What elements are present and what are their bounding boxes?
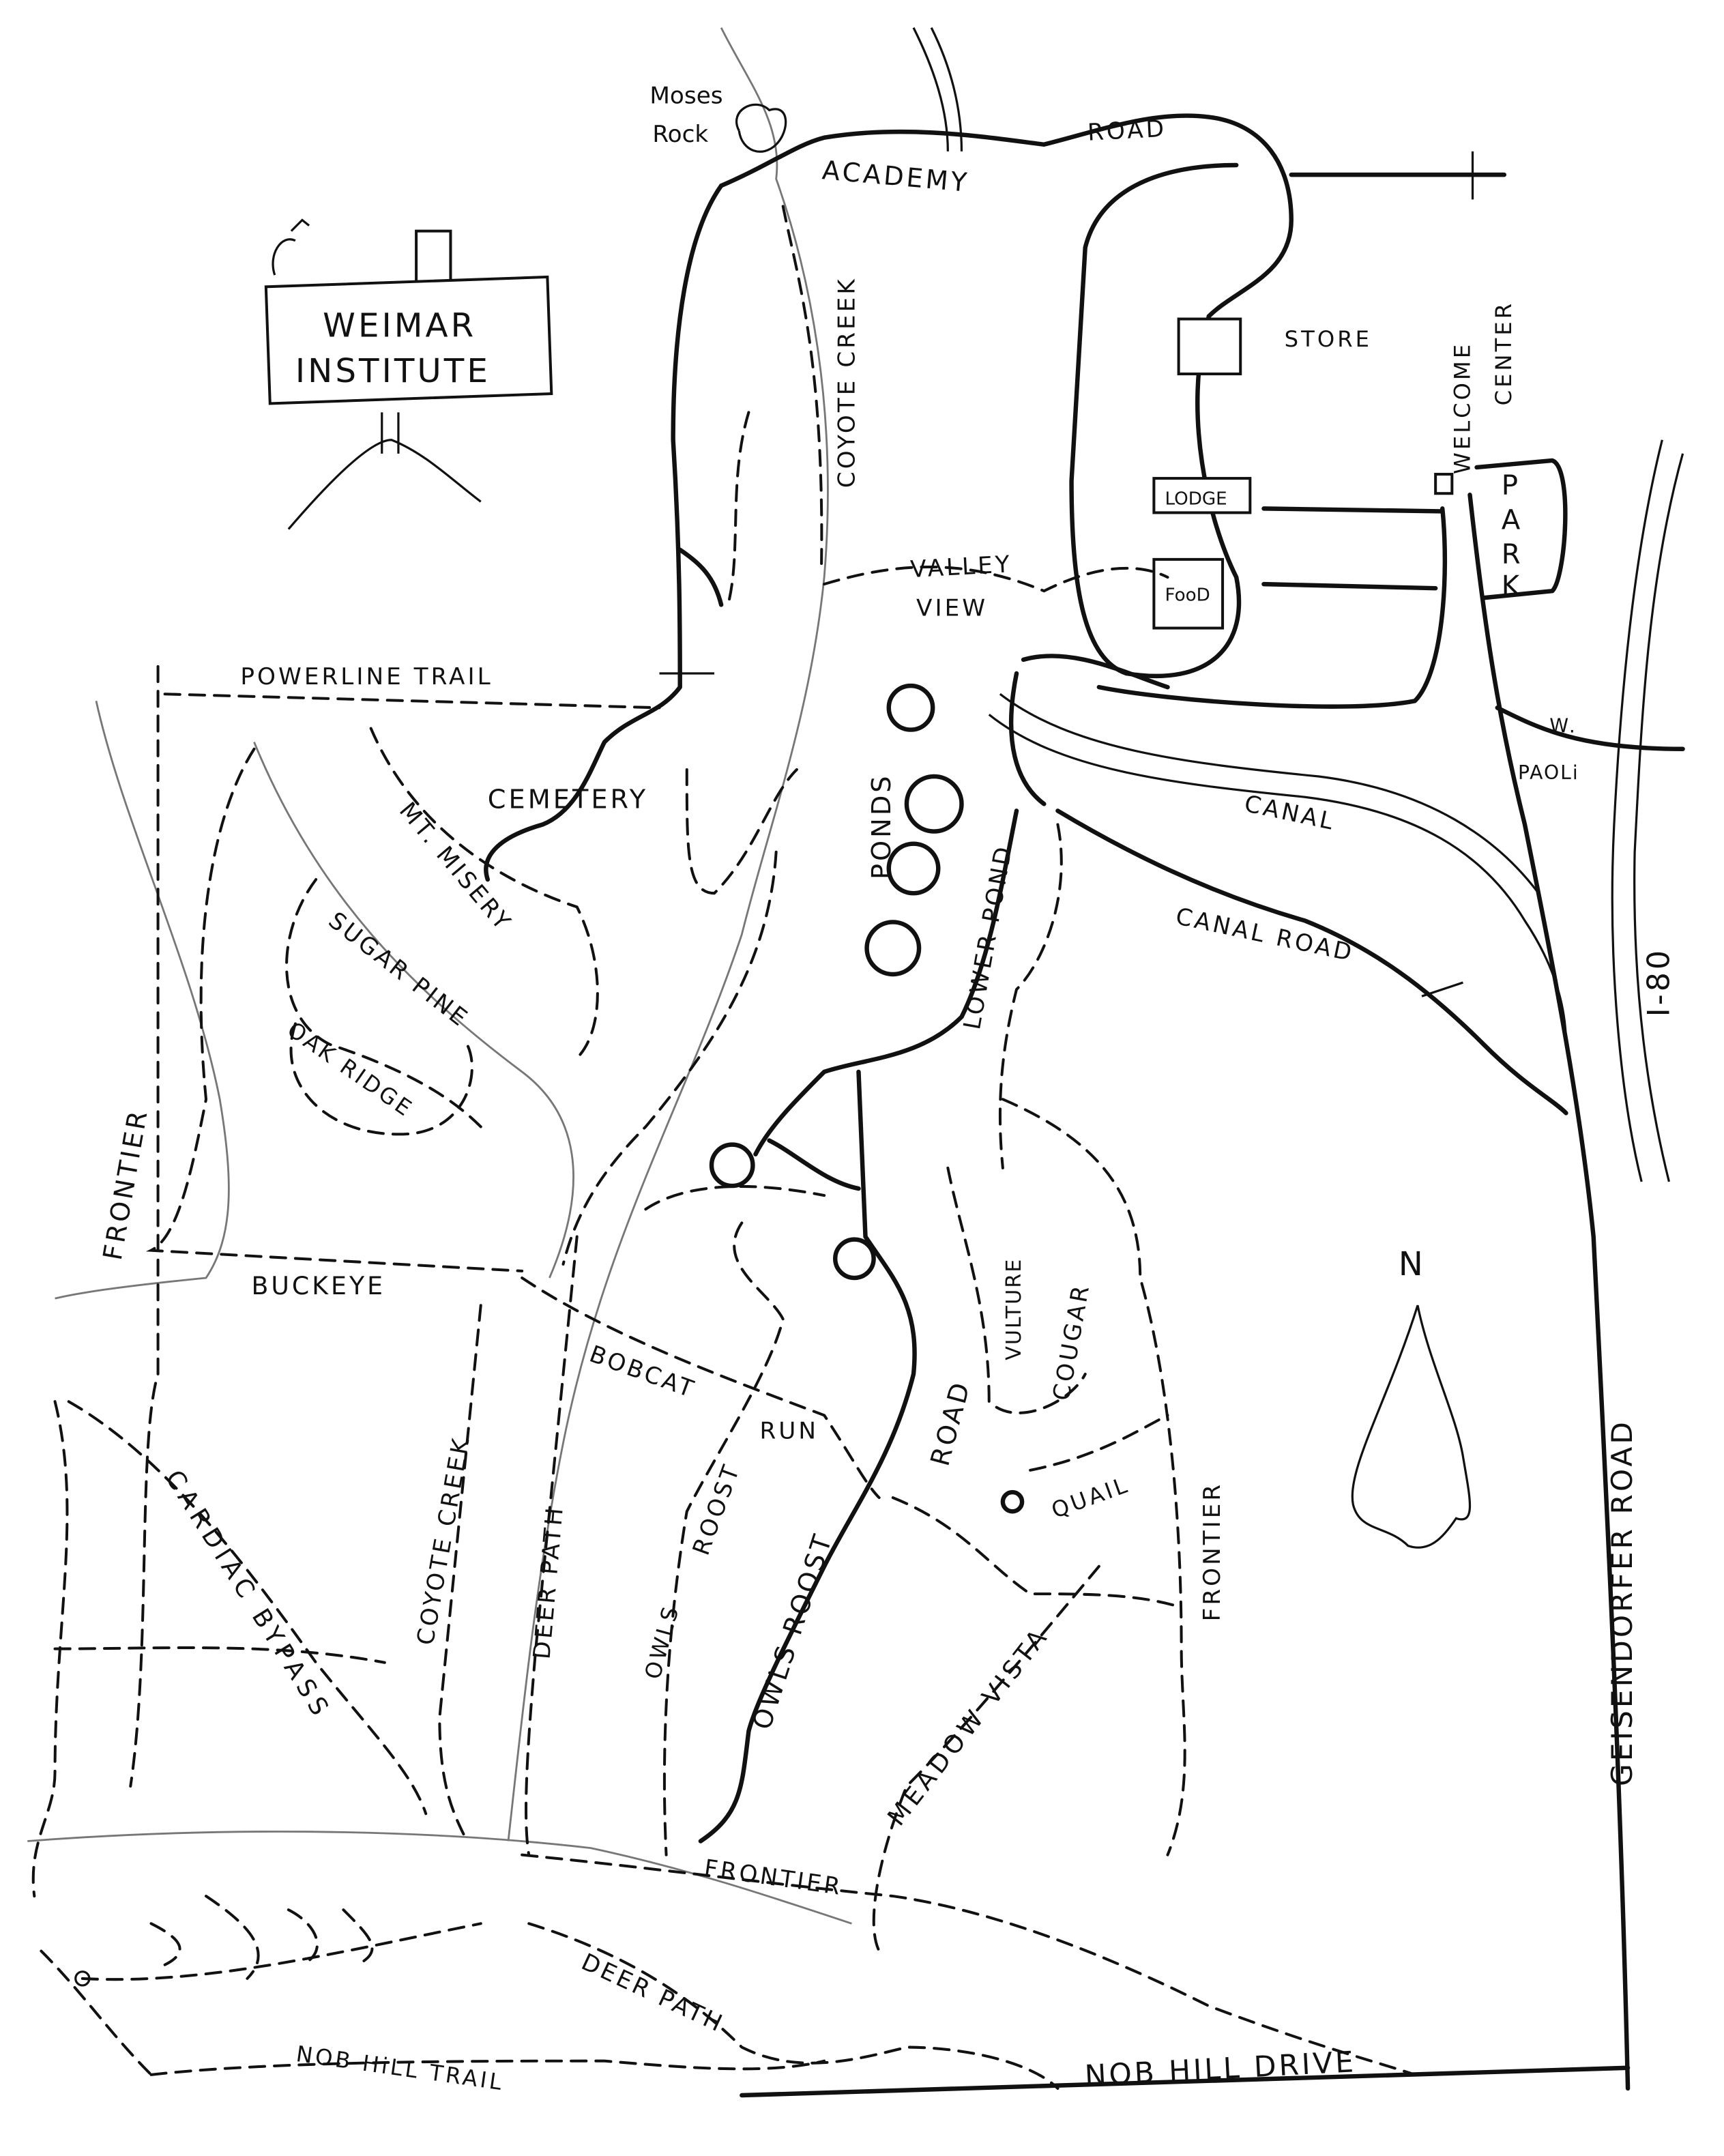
frontier-right-label: FRONTIER [1199,1482,1226,1622]
oak-ridge-label: OAK RIDGE [282,1017,418,1122]
weimar-institute-sign: WEIMAR INSTITUTE [264,218,553,530]
mt-misery-label: MT. MISERY [394,797,517,937]
center-road-label: ROAD [925,1377,978,1469]
pond [864,920,922,977]
cemetery-label: CEMETERY [488,784,648,815]
arrowhead-icon [1351,1305,1472,1549]
food-label: FooD [1165,585,1210,605]
powerline-label: POWERLINE TRAIL [240,663,493,690]
nob-hill-trail-label: NOB HiLL TRAIL [295,2041,506,2095]
park-label-k: K [1502,570,1522,602]
sign-line2: INSTITUTE [295,352,491,390]
pond [886,841,941,896]
coyote-creek-bottom-label: COYOTE CREEK [412,1434,476,1647]
trails [31,151,1474,2090]
academy-west-road [484,183,724,882]
quail-pond [1000,1489,1025,1514]
lower-pond-label: LOWER POND [959,843,1018,1032]
welcome-label: WELCOME [1449,342,1475,474]
vulture-label: VULTURE [1002,1258,1026,1360]
ponds [709,683,1025,1514]
park-label-p: P [1502,470,1521,501]
lodge-building [1152,477,1252,514]
geisendorfer-road [1467,493,1631,2091]
pond [886,683,935,732]
deer-path-label: DEER PATH [529,1504,570,1661]
trail-labels: COYOTE CREEK VALLEY VIEW POWERLINE TRAIL… [98,276,1226,2095]
academy-road [718,113,1294,319]
owls-roost-road-label: OWLS ROOST [746,1529,839,1734]
lodge-road [1261,506,1445,514]
owls-label: OWLS [640,1601,685,1682]
road-labels: ACADEMY ROAD W. PAOLi CANAL CANAL ROAD I… [746,115,1676,2093]
parking-lot [1474,458,1568,600]
deer-path-bottom-label: DEER PATH [577,1949,729,2039]
moses-label: Moses [649,82,722,109]
store-label: STORE [1285,326,1372,352]
park-label-r: R [1502,539,1523,570]
w-paoli-label: W. [1549,715,1578,738]
north-label: N [1399,1245,1426,1283]
view-label: VIEW [916,594,988,622]
north-arrow: N [1351,1245,1472,1549]
lodge-label: LODGE [1165,489,1227,509]
quail-label: QUAIL [1048,1472,1133,1524]
cardiac-bypass-label: CARDIAC BYPASS [160,1465,338,1725]
canal [988,693,1568,1045]
cemetery-spur [677,547,724,607]
north-lane [912,27,963,151]
lower-pond-road [698,808,1019,1844]
run-label: RUN [759,1418,819,1445]
geisendorfer-label: GEISENDORFER ROAD [1605,1419,1639,1786]
canal-road-label: CANAL ROAD [1173,903,1357,967]
valley-label: VALLEY [909,551,1012,583]
sign-line1: WEIMAR [323,307,476,345]
paoli-label: PAOLi [1518,761,1579,784]
store-building [1177,317,1242,376]
buckeye-label: BUCKEYE [251,1271,385,1300]
food-road [1261,581,1438,591]
pond [709,1142,755,1189]
center-label: CENTER [1491,301,1517,405]
rock-label: Rock [652,121,708,148]
food-building [1152,557,1225,630]
frontier-left-label: FRONTIER [98,1106,154,1262]
pond [833,1237,876,1281]
moses-rock [735,103,787,153]
bobcat-label: BOBCAT [586,1341,699,1404]
cougar-label: COUGAR [1048,1281,1096,1403]
park-label-a: A [1502,505,1523,536]
pond-spur [767,671,1047,1191]
academy-road-label: ROAD [1087,115,1167,147]
nob-hill-drive [740,2065,1631,2098]
i80 [1611,439,1684,1182]
buildings [735,103,1568,630]
nob-hill-drive-label: NOB HILL DRIVE [1084,2045,1357,2093]
academy-label: ACADEMY [821,155,971,199]
frontier-bottom-label: FRONTIER [703,1854,845,1901]
welcome-center-building [1434,473,1454,495]
coyote-creek-top-label: COYOTE CREEK [833,276,860,488]
center-road [1096,506,1448,709]
w-paoli-road [1495,705,1685,751]
i80-label: I-80 [1641,948,1676,1017]
ponds-label: PONDS [866,773,897,879]
meadow-vista-label: MEADOW VISTA [881,1621,1055,1831]
pond [904,774,964,834]
canal-label: CANAL [1242,790,1338,836]
sugar-pine-label: SUGAR PINE [323,907,474,1033]
canal-road [1021,654,1568,1116]
roost-label: ROOST [688,1459,746,1559]
